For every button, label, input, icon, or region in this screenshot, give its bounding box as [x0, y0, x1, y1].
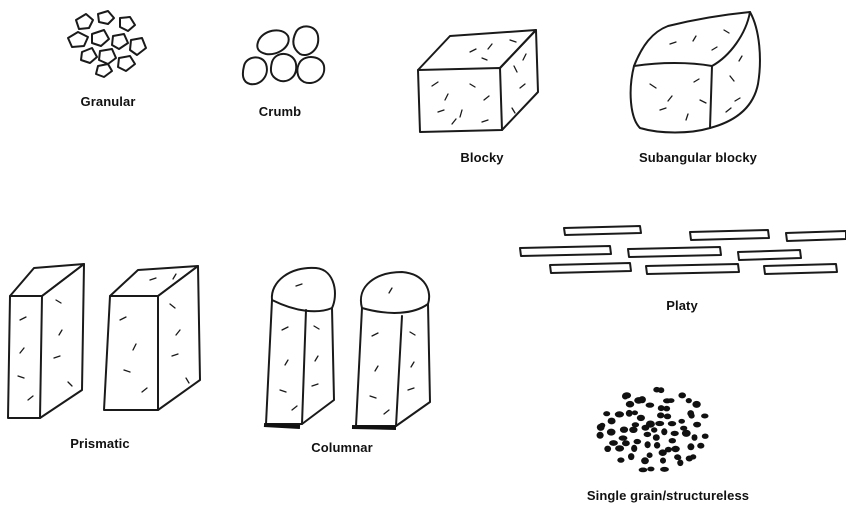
grain-dot: [628, 453, 634, 460]
grain-dot: [686, 398, 692, 403]
grain-dot: [658, 387, 664, 393]
single-grain-illustration: [597, 387, 709, 472]
grain-dot: [653, 434, 660, 441]
platy-illustration: [520, 226, 846, 274]
grain-dot: [647, 467, 654, 472]
grain-dot: [655, 421, 664, 426]
grain-dot: [608, 418, 616, 425]
grain-dot: [660, 458, 666, 464]
label-crumb: Crumb: [259, 104, 301, 119]
grain-dot: [632, 410, 638, 415]
grain-dot: [603, 411, 610, 416]
grain-dot: [639, 396, 646, 403]
grain-dot: [644, 432, 652, 437]
blocky-illustration: [418, 30, 538, 132]
label-prismatic: Prismatic: [70, 436, 129, 451]
subangular-blocky-illustration: [631, 12, 760, 133]
grain-dot: [637, 415, 645, 421]
grain-dot: [647, 452, 653, 458]
grain-dot: [641, 457, 649, 464]
grain-dot: [692, 401, 700, 408]
label-subangular-blocky: Subangular blocky: [639, 150, 757, 165]
grain-dot: [682, 430, 691, 437]
grain-dot: [663, 406, 670, 412]
grain-dot: [629, 427, 637, 433]
grain-dot: [671, 446, 679, 452]
grain-dot: [697, 443, 704, 449]
grain-dot: [669, 438, 676, 443]
grain-dot: [657, 412, 664, 418]
grain-dot: [654, 442, 660, 449]
grain-dot: [646, 421, 655, 428]
grain-dot: [597, 424, 605, 431]
grain-dot: [632, 422, 639, 427]
grain-dot: [607, 429, 616, 436]
grain-dot: [678, 392, 686, 398]
grain-dot: [617, 457, 624, 462]
grain-dot: [639, 468, 648, 473]
prismatic-illustration: [8, 264, 200, 418]
grain-dot: [687, 410, 694, 417]
grain-dot: [615, 445, 624, 451]
label-granular: Granular: [81, 94, 136, 109]
grain-dot: [597, 432, 604, 439]
grain-dot: [675, 455, 681, 460]
grain-dot: [645, 441, 651, 448]
granular-illustration: [68, 11, 146, 77]
grain-dot: [615, 411, 624, 417]
grain-dot: [604, 446, 611, 452]
label-blocky: Blocky: [460, 150, 503, 165]
grain-dot: [678, 419, 685, 424]
grain-dot: [651, 427, 657, 432]
grain-dot: [686, 456, 693, 462]
grain-dot: [692, 434, 698, 441]
label-single-grain: Single grain/structureless: [587, 488, 749, 503]
grain-dot: [634, 439, 642, 444]
grain-dot: [609, 440, 618, 446]
grain-dot: [693, 422, 701, 428]
grain-dot: [677, 460, 683, 467]
grain-dot: [620, 427, 628, 433]
grain-dot: [619, 435, 628, 440]
grain-dot: [668, 421, 676, 426]
grain-dot: [646, 403, 655, 408]
grain-dot: [701, 414, 708, 419]
label-platy: Platy: [666, 298, 698, 313]
grain-dot: [626, 401, 634, 408]
grain-dot: [659, 449, 667, 456]
grain-dot: [680, 426, 687, 431]
grain-dot: [622, 440, 630, 446]
grain-dot: [671, 431, 679, 436]
label-columnar: Columnar: [311, 440, 372, 455]
grain-dot: [668, 398, 675, 403]
grain-dot: [622, 393, 628, 400]
grain-dot: [661, 428, 667, 435]
crumb-illustration: [243, 26, 324, 84]
grain-dot: [664, 414, 671, 420]
grain-dot: [702, 434, 709, 439]
columnar-illustration: [264, 268, 430, 428]
grain-dot: [660, 467, 669, 472]
grain-dot: [687, 443, 694, 450]
grain-dot: [626, 410, 633, 417]
grain-dot: [631, 445, 637, 452]
